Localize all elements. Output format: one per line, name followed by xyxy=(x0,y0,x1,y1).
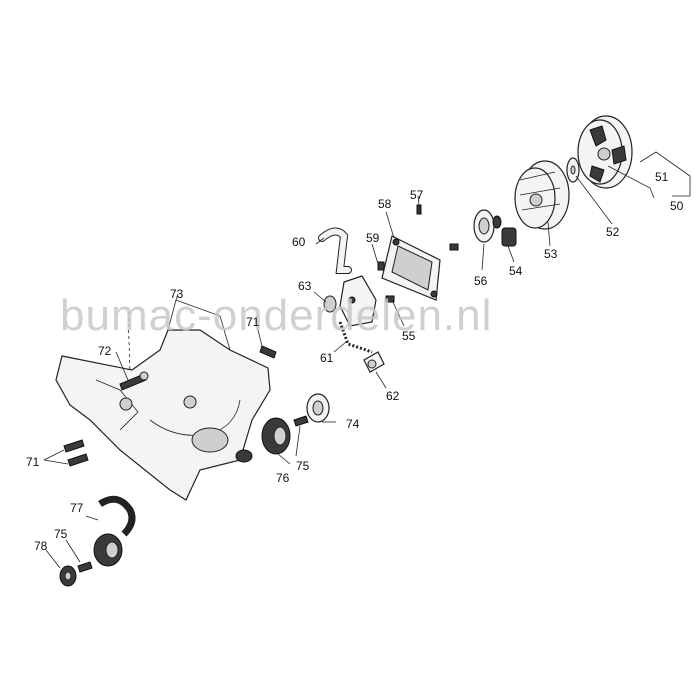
callout-54: 54 xyxy=(509,264,523,278)
callout-61: 61 xyxy=(320,351,334,365)
leader-lines xyxy=(43,151,691,569)
buffer-77[interactable] xyxy=(93,495,136,567)
callout-71-top: 71 xyxy=(246,315,260,329)
screw-71c[interactable] xyxy=(67,453,89,467)
callout-77: 77 xyxy=(70,501,84,515)
callout-62: 62 xyxy=(386,389,400,403)
callout-75-mid: 75 xyxy=(296,459,310,473)
callout-57: 57 xyxy=(410,188,424,202)
screw-72[interactable] xyxy=(119,371,149,391)
pump-plate-58[interactable] xyxy=(381,235,441,301)
mount-74[interactable] xyxy=(306,393,330,423)
needle-bearing-54[interactable] xyxy=(501,227,517,247)
screw-75a[interactable] xyxy=(293,415,309,427)
callout-55: 55 xyxy=(402,329,416,343)
mount-76[interactable] xyxy=(261,417,291,455)
washer-52[interactable] xyxy=(566,157,580,183)
callout-72: 72 xyxy=(98,344,112,358)
callout-75-low: 75 xyxy=(54,527,68,541)
callout-63: 63 xyxy=(298,279,312,293)
callout-52: 52 xyxy=(606,225,620,239)
crankcase-73[interactable] xyxy=(55,299,271,501)
washer-78[interactable] xyxy=(59,565,77,587)
callout-59: 59 xyxy=(366,231,380,245)
oil-line-61[interactable] xyxy=(338,321,373,354)
fitting-62[interactable] xyxy=(363,351,385,373)
screw-71b[interactable] xyxy=(63,439,85,453)
callout-78: 78 xyxy=(34,539,48,553)
callout-74: 74 xyxy=(346,417,360,431)
hub-56[interactable] xyxy=(473,209,502,243)
oil-hose-60[interactable] xyxy=(318,227,352,274)
screw-59[interactable] xyxy=(377,261,385,271)
screw-71a[interactable] xyxy=(259,345,277,359)
callout-56: 56 xyxy=(474,274,488,288)
callout-51: 51 xyxy=(655,170,669,184)
callout-73: 73 xyxy=(170,287,184,301)
callout-58: 58 xyxy=(378,197,392,211)
screw-75b[interactable] xyxy=(77,561,93,573)
callout-60: 60 xyxy=(292,235,306,249)
oil-pump-63[interactable] xyxy=(323,275,377,327)
watermark-text: bumac-onderdelen.nl xyxy=(60,291,492,340)
callout-53: 53 xyxy=(544,247,558,261)
clutch-assembly[interactable] xyxy=(577,115,633,189)
callout-50: 50 xyxy=(670,199,684,213)
screw-56b[interactable] xyxy=(449,243,459,251)
callout-labels: 51 50 52 53 54 56 57 58 59 60 63 55 61 6… xyxy=(26,170,684,553)
sprocket-drum-53[interactable] xyxy=(514,160,570,230)
callout-71-left: 71 xyxy=(26,455,40,469)
callout-76: 76 xyxy=(276,471,290,485)
